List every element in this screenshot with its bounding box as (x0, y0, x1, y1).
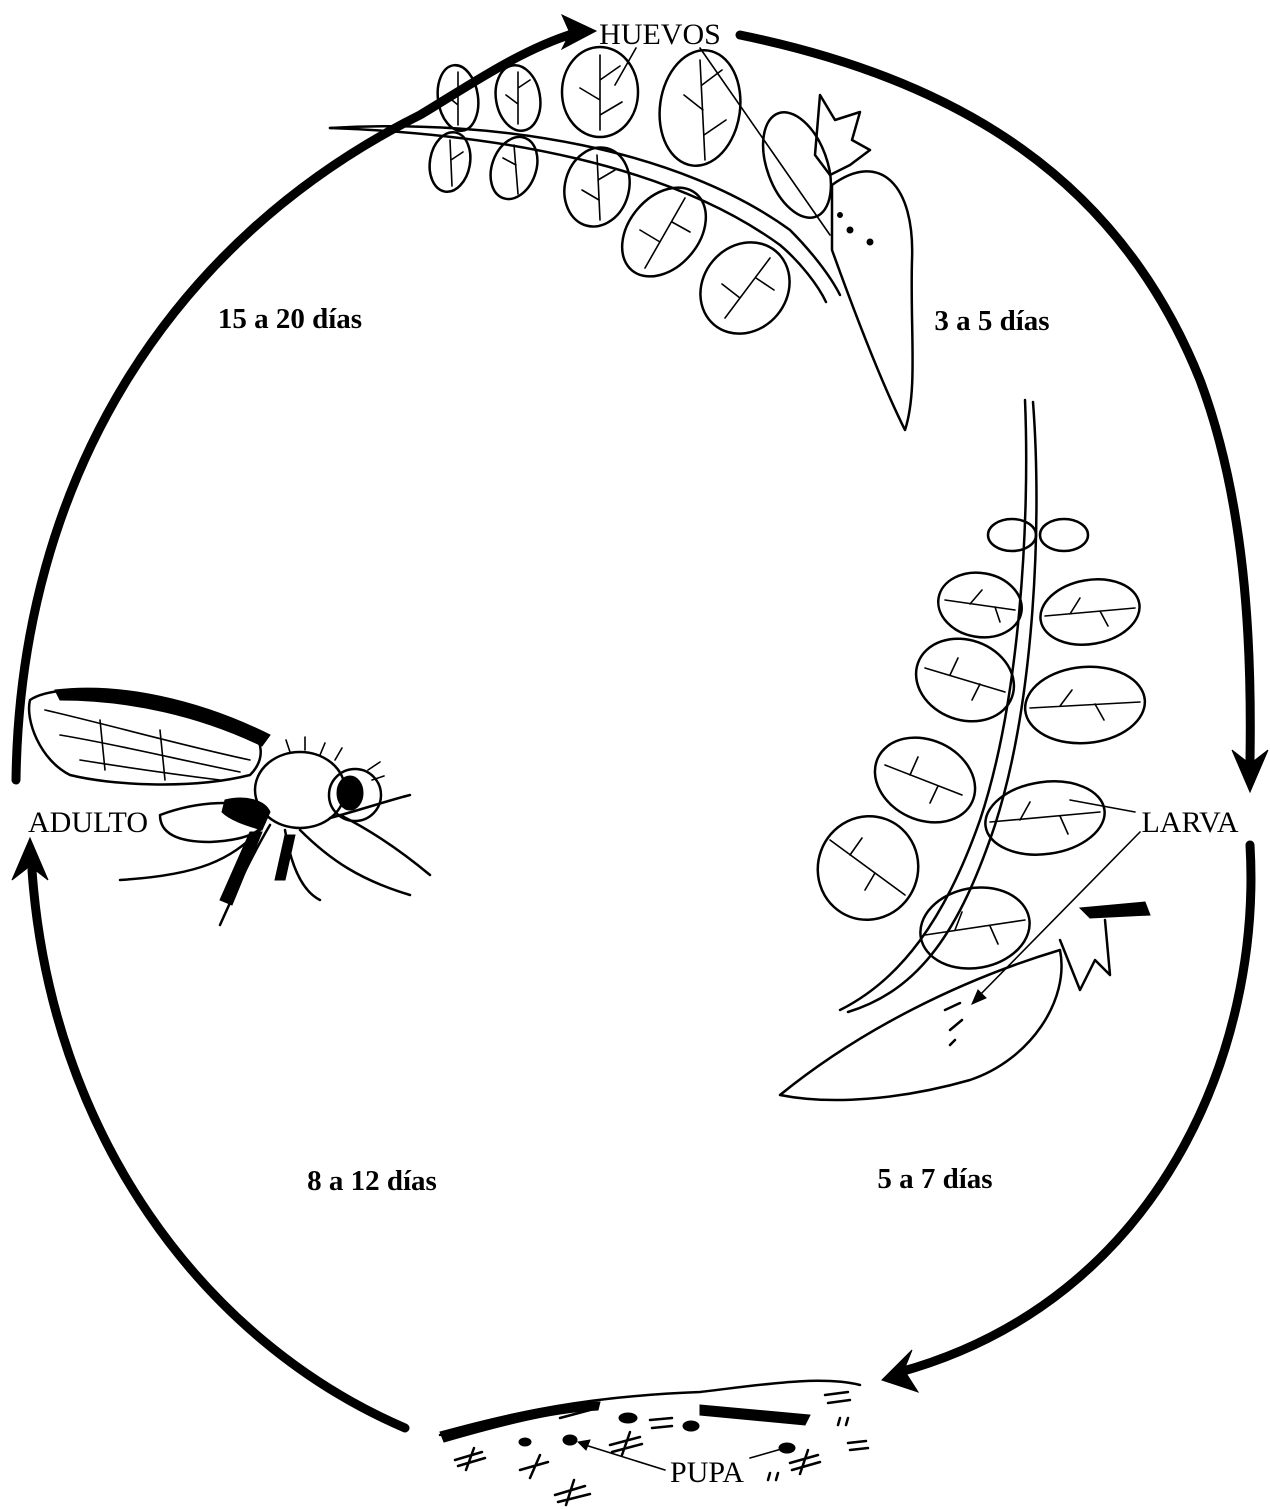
larva-illustration (780, 400, 1150, 1100)
stage-label-pupa: PUPA (670, 1456, 744, 1489)
eggs-illustration (330, 45, 913, 430)
duration-pupa-to-adult: 8 a 12 días (307, 1165, 437, 1197)
duration-adult-to-eggs: 15 a 20 días (218, 303, 362, 335)
pupa-illustration (440, 1381, 868, 1505)
arrow-pupa-to-adult (32, 870, 405, 1428)
duration-eggs-to-larva: 3 a 5 días (934, 305, 1049, 337)
arrow-adult-to-eggs (16, 33, 575, 780)
stage-label-eggs: HUEVOS (599, 18, 721, 51)
stage-label-adult: ADULTO (28, 806, 148, 839)
duration-larva-to-pupa: 5 a 7 días (877, 1163, 992, 1195)
stage-label-larva: LARVA (1141, 806, 1238, 839)
